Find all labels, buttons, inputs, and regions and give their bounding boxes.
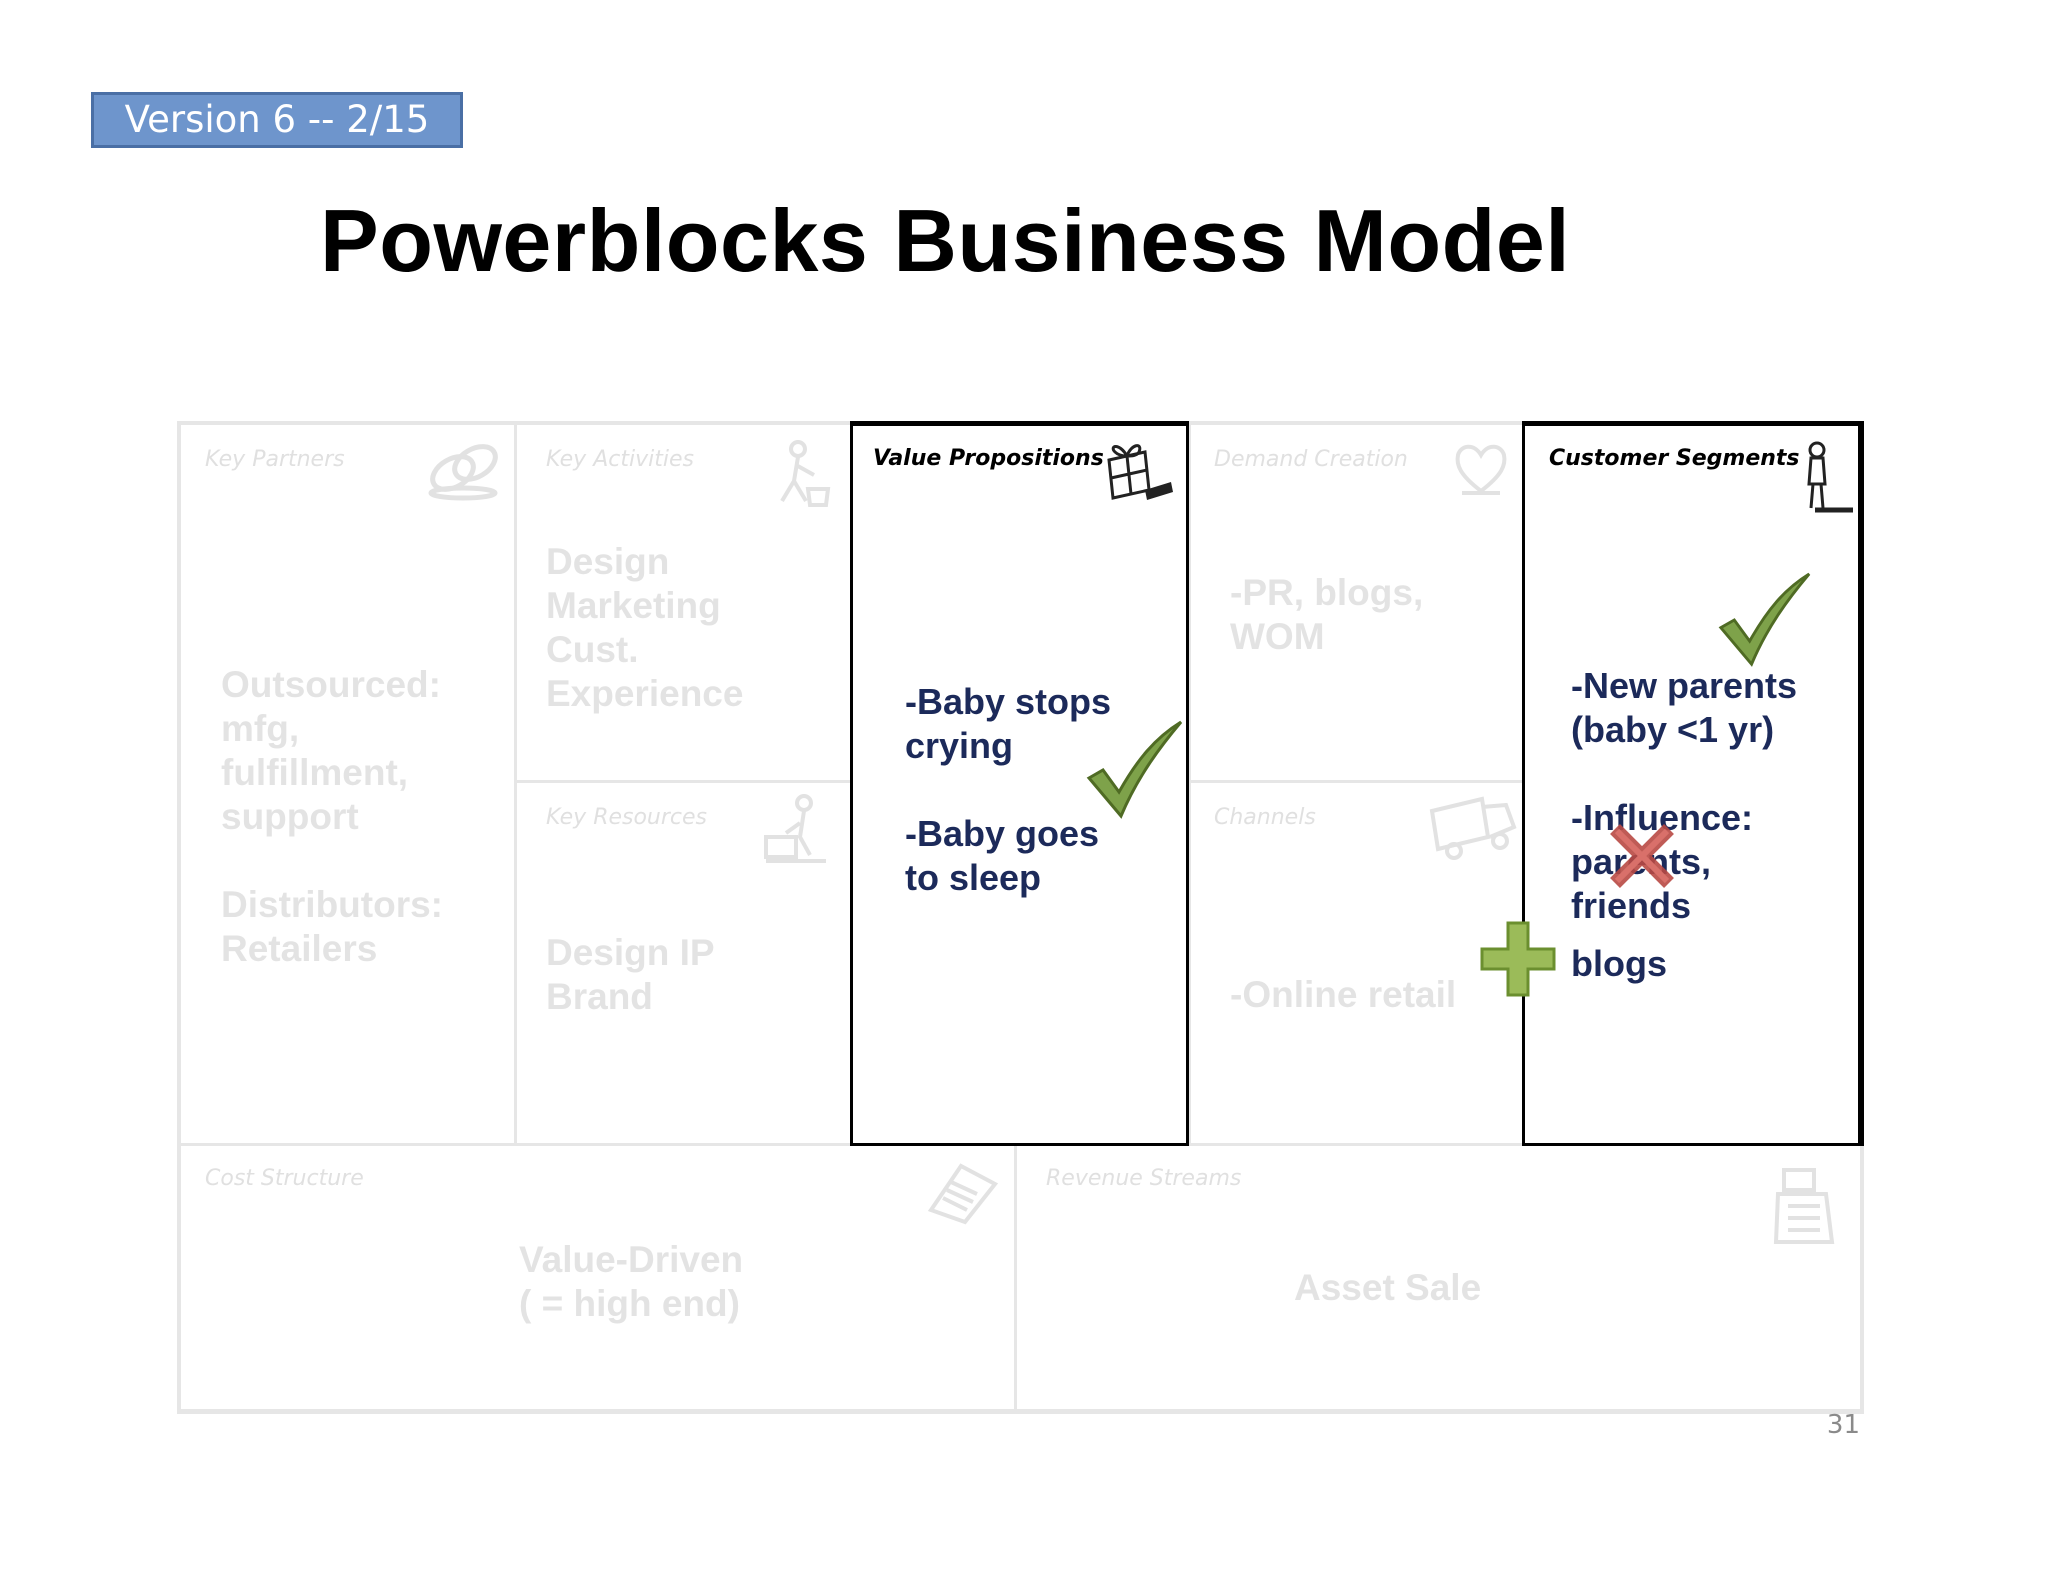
cost-structure-text: Value-Driven ( = high end) <box>519 1238 743 1326</box>
gift-box-icon <box>1101 438 1177 504</box>
key-resources-heading: Key Resources <box>546 805 708 830</box>
version-badge: Version 6 -- 2/15 <box>91 92 463 148</box>
text-line: -PR, blogs, <box>1230 572 1424 613</box>
text-line: Brand <box>546 976 653 1017</box>
key-partners-block: Key Partners Outsourced: mfg, fulfillmen… <box>181 425 514 1143</box>
page-number: 31 <box>1826 1410 1860 1440</box>
text-line: Value-Driven <box>519 1239 744 1280</box>
key-resources-text: Design IP Brand <box>546 931 715 1019</box>
text-line: Asset Sale <box>1294 1267 1482 1308</box>
text-line: Design IP <box>546 932 715 973</box>
demand-creation-heading: Demand Creation <box>1214 447 1408 472</box>
cross-icon <box>1607 821 1677 891</box>
value-propositions-block: Value Propositions -Baby stops crying -B… <box>850 421 1189 1146</box>
text-line: Distributors: <box>221 884 443 925</box>
demand-creation-block: Demand Creation -PR, blogs, WOM <box>1192 425 1525 780</box>
cost-structure-heading: Cost Structure <box>205 1166 364 1191</box>
key-partners-text: Outsourced: mfg, fulfillment, support Di… <box>221 663 443 971</box>
heart-icon <box>1452 439 1510 497</box>
text-line: crying <box>905 725 1014 766</box>
text-line: to sleep <box>905 857 1042 898</box>
text-line: friends <box>1571 885 1692 926</box>
text-line: parents, <box>1571 840 1797 884</box>
value-propositions-text: -Baby stops crying -Baby goes to sleep <box>905 680 1111 900</box>
key-partners-heading: Key Partners <box>205 447 345 472</box>
added-line-blogs: blogs <box>1571 943 1667 984</box>
text-line: -Baby goes <box>905 813 1100 854</box>
key-resources-block: Key Resources Design IP Brand <box>518 783 851 1143</box>
text-line: Experience <box>546 673 744 714</box>
text-line <box>905 768 1111 812</box>
revenue-streams-heading: Revenue Streams <box>1046 1166 1242 1191</box>
demand-creation-text: -PR, blogs, WOM <box>1230 571 1423 659</box>
customer-segments-text: -New parents (baby <1 yr) -Influence: pa… <box>1571 664 1797 986</box>
worker-icon <box>768 439 832 509</box>
cost-structure-block: Cost Structure Value-Driven ( = high end… <box>181 1146 1014 1408</box>
customer-segments-heading: Customer Segments <box>1549 446 1800 471</box>
text-line <box>1571 752 1797 796</box>
text-line: Design <box>546 541 670 582</box>
delivery-truck-icon <box>1426 791 1518 863</box>
plus-icon <box>1480 921 1556 997</box>
key-activities-block: Key Activities Design Marketing Cust. Ex… <box>518 425 851 780</box>
text-line: Marketing <box>546 585 721 626</box>
channels-block: Channels -Online retail <box>1192 783 1525 1143</box>
forklift-worker-icon <box>760 793 832 869</box>
text-line: -Baby stops <box>905 681 1112 722</box>
checkmark-icon <box>1085 720 1185 820</box>
text-line: (baby <1 yr) <box>1571 709 1775 750</box>
key-activities-text: Design Marketing Cust. Experience <box>546 540 743 716</box>
text-line: support <box>221 796 359 837</box>
customer-segments-block: Customer Segments -New parents (baby <1 … <box>1522 421 1864 1146</box>
revenue-streams-block: Revenue Streams Asset Sale <box>1018 1146 1858 1408</box>
key-activities-heading: Key Activities <box>546 447 694 472</box>
text-line: -Online retail <box>1230 974 1457 1015</box>
text-line: mfg, <box>221 708 300 749</box>
text-line: -New parents <box>1571 665 1798 706</box>
text-line: Outsourced: <box>221 664 441 705</box>
text-line: Cust. <box>546 629 639 670</box>
text-line: -Influence: <box>1571 797 1754 838</box>
value-propositions-heading: Value Propositions <box>873 446 1104 471</box>
channels-heading: Channels <box>1214 805 1316 830</box>
chain-links-icon <box>423 437 503 501</box>
receipt-icon <box>921 1160 1001 1226</box>
person-icon <box>1795 440 1855 516</box>
text-line: Retailers <box>221 928 378 969</box>
cash-register-icon <box>1770 1162 1840 1252</box>
text-line: ( = high end) <box>519 1283 740 1324</box>
revenue-streams-text: Asset Sale <box>1294 1266 1481 1310</box>
text-line: WOM <box>1230 616 1325 657</box>
channels-text: -Online retail <box>1230 973 1456 1017</box>
page-title: Powerblocks Business Model <box>320 191 1571 290</box>
checkmark-icon <box>1717 572 1813 668</box>
text-line <box>221 839 443 883</box>
text-line: fulfillment, <box>221 752 409 793</box>
